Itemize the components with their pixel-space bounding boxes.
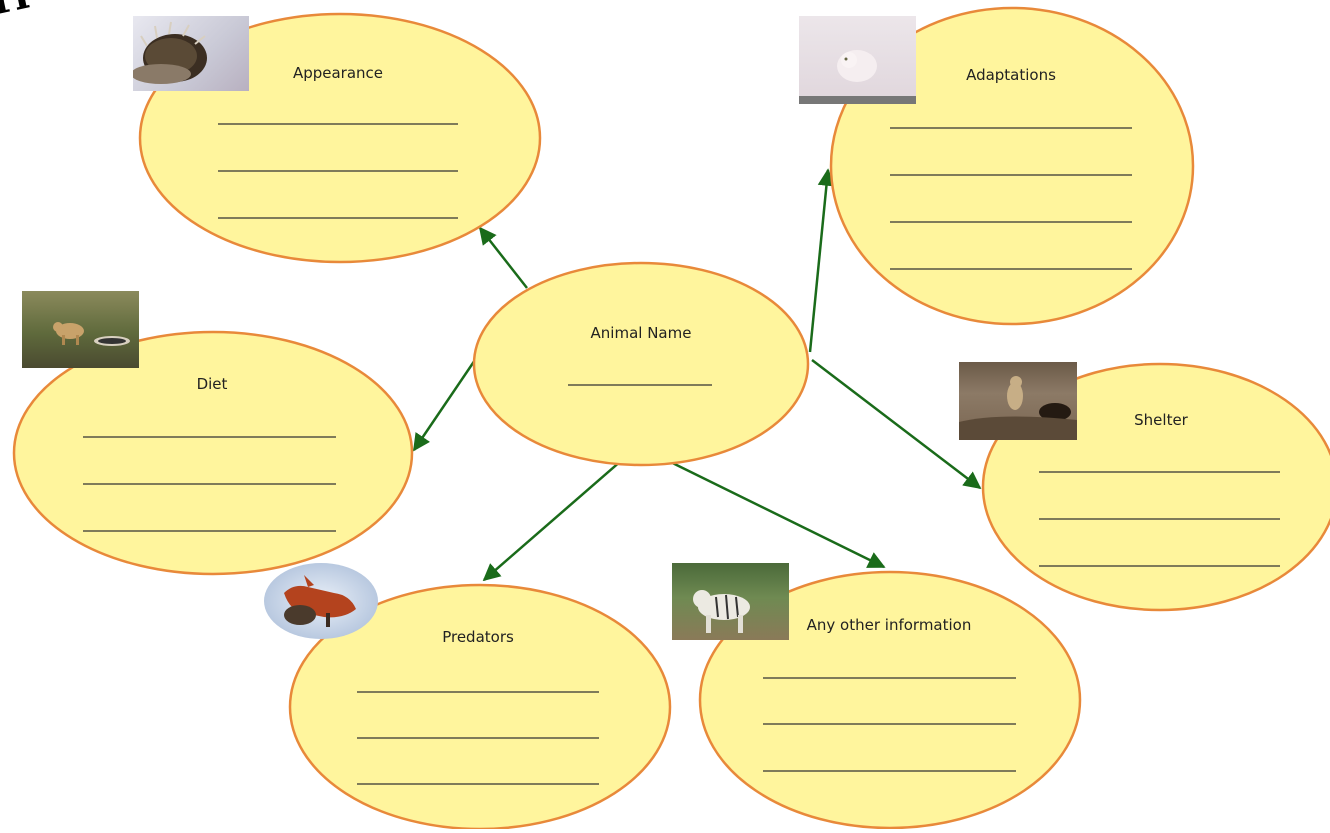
adaptations-bubble bbox=[829, 6, 1195, 326]
other-title: Any other information bbox=[806, 616, 972, 634]
arrow-to-shelter bbox=[811, 359, 982, 490]
lion-hunting-photo-icon bbox=[22, 291, 139, 368]
diet-title: Diet bbox=[196, 375, 228, 393]
connector-arrows bbox=[412, 168, 982, 582]
arrow-to-predators bbox=[482, 446, 638, 582]
white-tiger-photo-icon bbox=[672, 563, 789, 640]
center-title: Animal Name bbox=[590, 324, 692, 342]
arctic-fox-photo-icon bbox=[799, 16, 916, 104]
appearance-title: Appearance bbox=[292, 64, 384, 82]
arrow-to-diet bbox=[412, 359, 477, 452]
fox-with-prey-photo-icon bbox=[264, 563, 378, 639]
porcupine-photo-icon bbox=[133, 16, 249, 91]
arrow-to-appearance bbox=[478, 226, 528, 289]
prairie-dog-burrow-photo-icon bbox=[959, 362, 1077, 440]
predators-title: Predators bbox=[442, 628, 514, 646]
arrow-to-other bbox=[639, 445, 886, 569]
center-bubble bbox=[472, 261, 810, 467]
diet-bubble bbox=[12, 330, 414, 576]
arrow-to-adaptations bbox=[808, 168, 836, 353]
blank-lines bbox=[83, 123, 1280, 785]
other-bubble bbox=[698, 570, 1082, 830]
adaptations-title: Adaptations bbox=[966, 66, 1056, 84]
shelter-title: Shelter bbox=[1134, 411, 1188, 429]
